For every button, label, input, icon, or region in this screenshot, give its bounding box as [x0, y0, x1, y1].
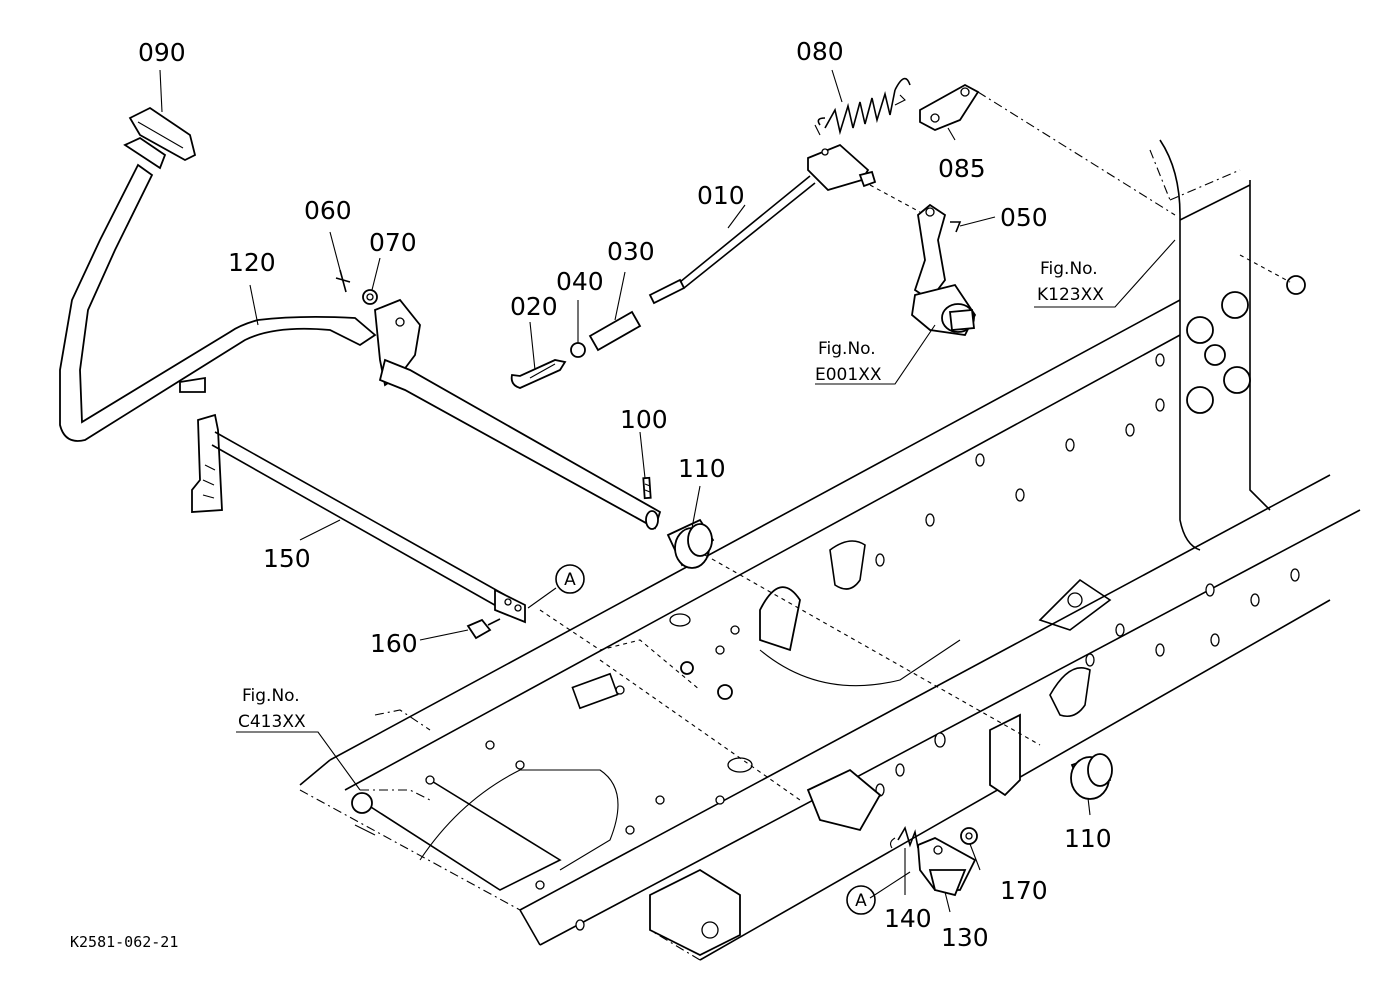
- return-spring: [814, 77, 911, 136]
- svg-text:A: A: [564, 570, 576, 590]
- label-050: 050: [1000, 203, 1048, 232]
- clevis-pin: [335, 269, 351, 293]
- bolt-160: [466, 618, 501, 640]
- label-120: 120: [228, 248, 276, 277]
- figure-ref-e001: Fig.No. E001XX: [815, 339, 882, 385]
- label-110-upper: 110: [678, 454, 726, 483]
- svg-text:K123XX: K123XX: [1037, 285, 1104, 305]
- leader-lines: [159, 69, 1176, 913]
- bushing-upper: [666, 518, 1041, 746]
- label-160: 160: [370, 629, 418, 658]
- svg-text:Fig.No.: Fig.No.: [1040, 259, 1098, 279]
- label-060: 060: [304, 196, 352, 225]
- parking-brake-link: [917, 837, 977, 897]
- spring-anchor-plate: [919, 83, 1176, 216]
- label-170: 170: [1000, 876, 1048, 905]
- label-080: 080: [796, 37, 844, 66]
- label-020: 020: [510, 292, 558, 321]
- svg-text:Fig.No.: Fig.No.: [818, 339, 876, 359]
- callout-marker-a-lower: A: [846, 885, 876, 915]
- label-110-lower: 110: [1064, 824, 1112, 853]
- parking-brake-rod: [191, 413, 526, 624]
- label-085: 085: [938, 154, 986, 183]
- label-010: 010: [697, 181, 745, 210]
- label-140: 140: [884, 904, 932, 933]
- label-130: 130: [941, 923, 989, 952]
- washer-070: [362, 289, 378, 305]
- diagram-code: K2581-062-21: [70, 933, 178, 951]
- svg-text:C413XX: C413XX: [238, 712, 306, 732]
- brake-pedal-pad: [123, 106, 197, 170]
- brake-lever-arm: [869, 184, 977, 336]
- washer-170: [960, 827, 978, 845]
- part-labels: 090 120 060 070 020 040 030 010 080 085 …: [138, 37, 1112, 952]
- label-030: 030: [607, 237, 655, 266]
- label-150: 150: [263, 544, 311, 573]
- label-040: 040: [556, 267, 604, 296]
- figure-ref-c413: Fig.No. C413XX: [238, 686, 306, 732]
- brake-rod-assembly: [510, 143, 877, 389]
- label-090: 090: [138, 38, 186, 67]
- svg-text:E001XX: E001XX: [815, 365, 882, 385]
- figure-ref-k123: Fig.No. K123XX: [1037, 259, 1104, 305]
- svg-text:Fig.No.: Fig.No.: [242, 686, 300, 706]
- brake-pedal-arm: [59, 163, 662, 530]
- bushing-lower: [1070, 753, 1113, 800]
- spring-pin: [642, 476, 652, 500]
- spring-140: [889, 825, 919, 849]
- chassis-frame: [299, 139, 1361, 961]
- svg-text:A: A: [855, 891, 867, 911]
- callout-marker-a-upper: A: [555, 564, 585, 594]
- label-070: 070: [369, 228, 417, 257]
- label-100: 100: [620, 405, 668, 434]
